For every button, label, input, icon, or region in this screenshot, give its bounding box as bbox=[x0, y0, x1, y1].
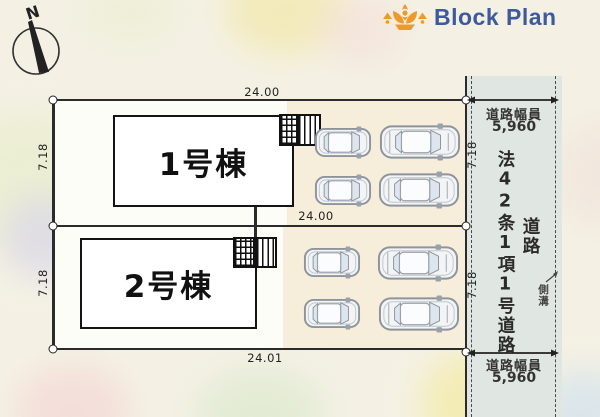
gutter-label: 側溝 bbox=[537, 284, 549, 307]
boundary-bottom bbox=[52, 347, 466, 350]
north-arrow-icon: N bbox=[12, 2, 60, 75]
road-width-value-top: 5,960 bbox=[491, 119, 537, 135]
watercolor-blob bbox=[195, 368, 325, 417]
boundary-road-side bbox=[464, 76, 467, 417]
car-top-view-icon bbox=[378, 170, 460, 210]
watercolor-blob bbox=[225, 0, 345, 55]
road-width-value-bottom: 5,960 bbox=[491, 370, 537, 386]
lotus-crown-icon bbox=[383, 4, 427, 30]
dim-lot1-road-depth: 7.18 bbox=[465, 141, 479, 169]
brand-name: Block Plan bbox=[434, 4, 557, 30]
building-1-label: 1号棟 bbox=[158, 146, 249, 183]
north-label: N bbox=[23, 2, 42, 24]
watercolor-blob bbox=[15, 365, 130, 417]
car-top-view-icon bbox=[378, 294, 460, 334]
building-2: 2号棟 bbox=[80, 238, 257, 329]
survey-point bbox=[48, 95, 58, 105]
car-top-view-icon bbox=[377, 243, 459, 283]
car-top-view-icon bbox=[379, 122, 461, 162]
car-top-view-icon bbox=[314, 174, 372, 207]
road-width-label-top: 道路幅員 bbox=[485, 108, 542, 123]
entrance-steps-icon bbox=[279, 114, 299, 146]
road-surface bbox=[467, 76, 562, 417]
road-edge-dashed-left bbox=[471, 76, 472, 417]
car-top-view-icon bbox=[303, 297, 361, 330]
survey-point bbox=[48, 344, 58, 354]
entrance-steps-icon bbox=[233, 237, 255, 268]
dim-lot2-left-depth: 7.18 bbox=[36, 269, 50, 297]
dim-lot2-road-depth: 7.18 bbox=[465, 271, 479, 299]
road-width-dim-line-top bbox=[467, 96, 559, 104]
dim-lot1-left-depth: 7.18 bbox=[36, 143, 50, 171]
car-top-view-icon bbox=[314, 126, 372, 159]
gutter-leader-line bbox=[545, 271, 558, 283]
dim-top-width: 24.00 bbox=[244, 85, 280, 99]
dim-middle-width: 24.00 bbox=[298, 209, 334, 223]
building-1: 1号棟 bbox=[113, 115, 294, 207]
boundary-divider bbox=[52, 224, 466, 227]
car-top-view-icon bbox=[303, 246, 361, 279]
road-edge-dashed-right bbox=[555, 76, 556, 417]
road-classification-label: 法42条1項1号道路 bbox=[495, 150, 515, 355]
watercolor-blob bbox=[80, 0, 180, 45]
lot-connector-line bbox=[254, 207, 257, 238]
boundary-top bbox=[52, 98, 466, 101]
entrance-steps-icon bbox=[255, 237, 277, 268]
road-width-dim-line-bottom bbox=[467, 349, 559, 357]
road-name-label: 道路 bbox=[520, 217, 540, 256]
survey-point bbox=[461, 221, 471, 231]
road-width-label-bottom: 道路幅員 bbox=[485, 359, 542, 374]
building-2-label: 2号棟 bbox=[123, 269, 214, 305]
survey-point bbox=[48, 221, 58, 231]
dim-bottom-width: 24.01 bbox=[247, 351, 283, 365]
